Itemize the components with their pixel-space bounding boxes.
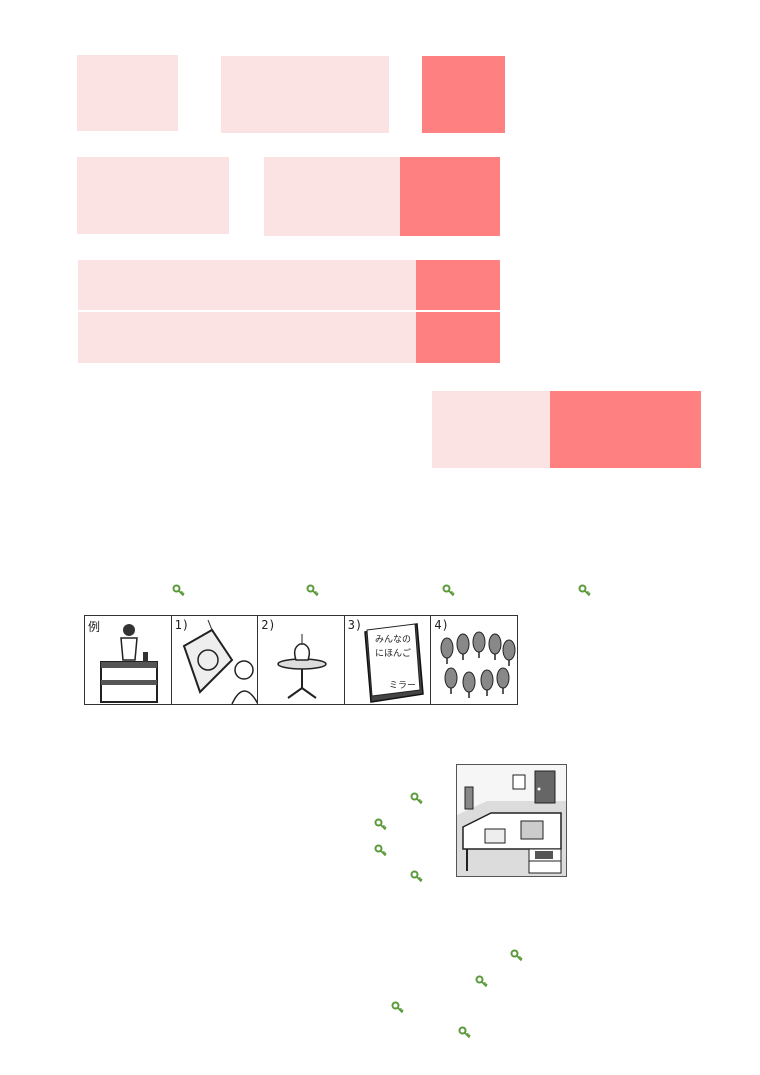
answer-row-2 <box>78 312 416 363</box>
answer-row-1 <box>78 260 416 310</box>
key-icon[interactable] <box>410 792 423 805</box>
panel-label: 2) <box>261 618 276 632</box>
key-icon[interactable] <box>458 1026 471 1039</box>
key-icon[interactable] <box>374 818 387 831</box>
answer-block-4b <box>550 391 701 468</box>
key-icon[interactable] <box>578 584 591 597</box>
key-icon[interactable] <box>442 584 455 597</box>
answer-block-1c <box>422 56 505 133</box>
panel-example: 例 <box>85 616 172 704</box>
panel-label: 1) <box>174 618 190 632</box>
key-icon[interactable] <box>475 975 488 988</box>
answer-row-1-mark <box>416 260 500 310</box>
answer-block-2c <box>400 157 500 236</box>
room-illustration <box>456 764 567 877</box>
key-icon[interactable] <box>391 1001 404 1014</box>
panel-label: 例 <box>88 620 101 634</box>
answer-block-1a <box>77 55 178 131</box>
trees-illustration <box>440 631 516 698</box>
key-icon[interactable] <box>374 844 387 857</box>
panel-3: 3) みんなの にほんご ミラー <box>345 616 432 704</box>
vase-table-illustration <box>277 634 327 699</box>
book-author: ミラー <box>389 680 416 691</box>
panel-4: 4) <box>431 616 517 704</box>
answer-block-1b <box>221 56 389 133</box>
answer-row-2-mark <box>416 312 500 363</box>
answer-block-2a <box>77 157 229 234</box>
panel-1: 1) <box>172 616 259 704</box>
panel-label: 4) <box>434 618 449 632</box>
book-title-line1: みんなの <box>375 634 411 645</box>
answer-block-4a <box>432 391 550 468</box>
woman-with-doll-illustration <box>100 624 158 703</box>
key-icon[interactable] <box>172 584 185 597</box>
key-icon[interactable] <box>410 870 423 883</box>
panel-label: 3) <box>347 618 363 632</box>
book-illustration: みんなの にほんご ミラー <box>363 623 424 703</box>
book-title-line2: にほんご <box>375 647 411 659</box>
answer-block-2b <box>264 157 400 236</box>
panel-2: 2) <box>258 616 345 704</box>
key-icon[interactable] <box>306 584 319 597</box>
picture-strip: 例 1) 2) 3) <box>84 615 518 705</box>
portrait-illustration <box>182 619 258 704</box>
key-icon[interactable] <box>510 949 523 962</box>
